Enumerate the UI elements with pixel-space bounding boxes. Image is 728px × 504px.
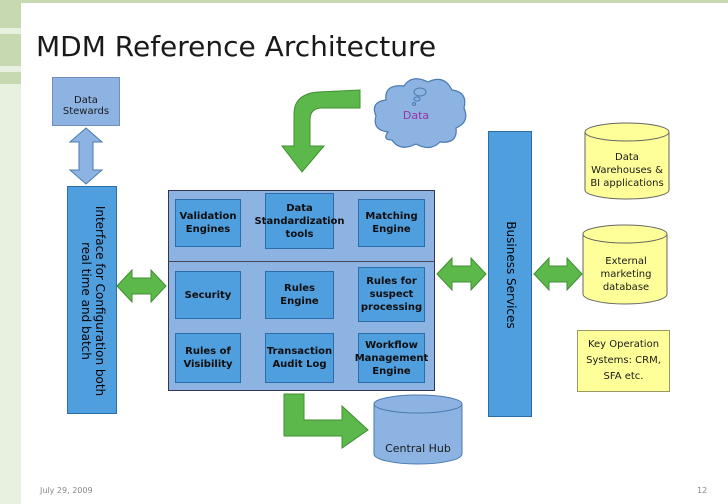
component-security: Security [175, 271, 241, 319]
central-hub-label: Central Hub [385, 442, 451, 455]
component-workflow-management: Workflow Management Engine [355, 333, 428, 383]
hub-to-central-arrow [283, 393, 369, 449]
interface-label: Interface for Configuration both real ti… [79, 205, 107, 397]
footer-page-number: 12 [697, 486, 708, 495]
footer-date: July 29, 2009 [40, 486, 93, 495]
interface-hub-arrow [116, 268, 167, 304]
key-operation-label: Key Operation Systems: CRM, SFA etc. [586, 339, 661, 382]
data-stewards-label: Data Stewards [62, 95, 110, 117]
top-rule [21, 0, 728, 3]
data-cloud-label: Data [402, 109, 430, 122]
component-rules-engine: Rules Engine [265, 271, 334, 319]
data-stewards-box: Data Stewards [52, 77, 120, 126]
hub-business-arrow [436, 256, 487, 292]
interface-panel: Interface for Configuration both real ti… [67, 186, 117, 414]
sidebar-decoration [0, 0, 21, 504]
key-operation-systems-box: Key Operation Systems: CRM, SFA etc. [577, 330, 670, 392]
business-external-arrow [533, 256, 583, 292]
cloud-to-hub-arrow [280, 89, 361, 173]
external-marketing-cylinder-icon [582, 224, 668, 305]
component-rules-suspect-processing: Rules for suspect processing [358, 267, 425, 322]
component-transaction-audit-log: Transaction Audit Log [265, 333, 334, 383]
data-cloud-icon [373, 78, 467, 149]
data-warehouse-label: Data Warehouses & BI applications [590, 152, 664, 189]
external-marketing-label: External marketing database [600, 256, 652, 293]
component-validation-engines: Validation Engines [175, 199, 241, 247]
component-data-standardization: Data Standardization tools [254, 193, 345, 249]
central-hub-cylinder-icon [373, 394, 463, 465]
stewards-interface-arrow [68, 127, 104, 185]
hub-divider [168, 261, 435, 262]
component-matching-engine: Matching Engine [358, 199, 425, 247]
slide-title: MDM Reference Architecture [36, 30, 437, 63]
component-rules-of-visibility: Rules of Visibility [175, 333, 241, 383]
business-services-panel: Business Services [488, 131, 532, 417]
business-services-label: Business Services [504, 221, 518, 329]
data-warehouse-cylinder-icon [584, 122, 670, 200]
